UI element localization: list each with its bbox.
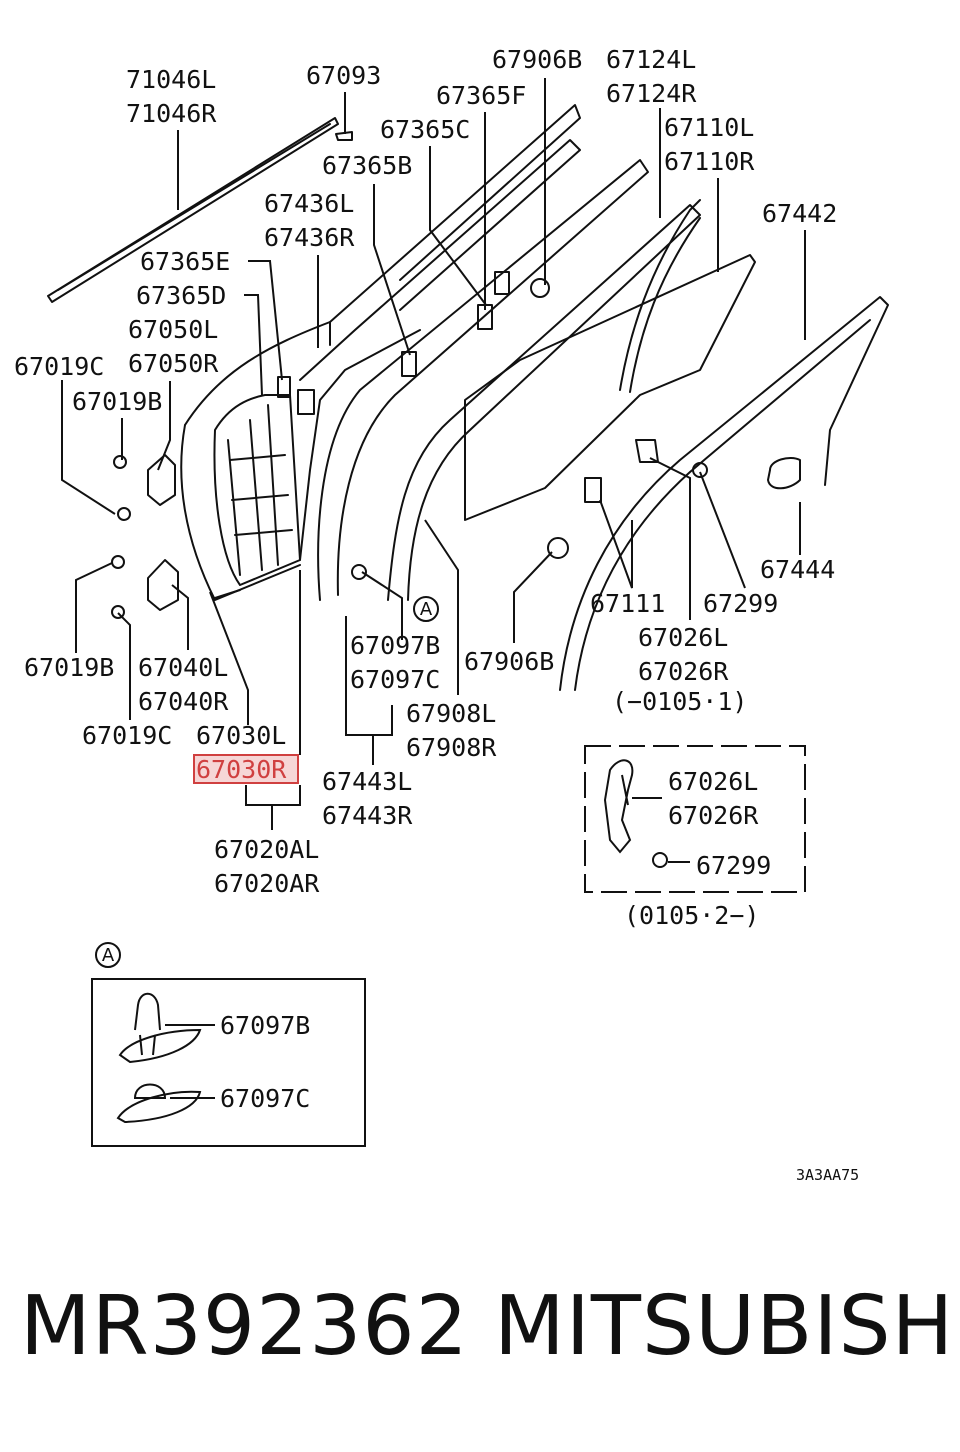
label-67443R: 67443R	[322, 801, 413, 830]
highlight-box-67030R	[193, 754, 299, 784]
label-67019C-bottom: 67019C	[82, 721, 172, 750]
label-67093: 67093	[306, 61, 381, 90]
label-67110R: 67110R	[664, 147, 755, 176]
detail-box-0105-2: 67026L 67026R 67299 (0105·2−)	[584, 745, 806, 930]
detail-label-67026R: 67026R	[668, 801, 759, 830]
label-67097C: 67097C	[350, 665, 440, 694]
leader-lines	[61, 78, 806, 830]
detail-label-67299: 67299	[696, 851, 771, 880]
moulding-strip-71046	[47, 117, 339, 303]
label-67020AR: 67020AR	[214, 869, 320, 898]
glass-channel-67110	[619, 199, 701, 393]
label-67050R: 67050R	[128, 349, 219, 378]
label-71046R: 71046R	[126, 99, 217, 128]
label-67040L: 67040L	[138, 653, 228, 682]
label-67019B-bottom: 67019B	[24, 653, 114, 682]
door-outer-panel	[180, 104, 581, 601]
detail-label-67026L: 67026L	[668, 767, 758, 796]
label-67436R: 67436R	[264, 223, 355, 252]
label-67026R: 67026R	[638, 657, 729, 686]
bracket-67026	[635, 439, 659, 463]
label-67019C-top: 67019C	[14, 352, 104, 381]
detail-range-0105-2: (0105·2−)	[624, 901, 759, 930]
label-67026L: 67026L	[638, 623, 728, 652]
label-67020AL: 67020AL	[214, 835, 319, 864]
label-71046L: 71046L	[126, 65, 216, 94]
label-67299: 67299	[703, 589, 778, 618]
label-67443L: 67443L	[322, 767, 412, 796]
marker-a-main: A	[413, 596, 439, 622]
door-inner-frame	[213, 139, 581, 586]
stopper-67906B-mid	[547, 537, 569, 559]
bolt-67093	[335, 131, 353, 141]
label-67365B: 67365B	[322, 151, 412, 180]
bumper-67444	[767, 457, 801, 490]
label-67097B: 67097B	[350, 631, 440, 660]
stopper-67906B-top	[530, 278, 550, 298]
label-67019B-top: 67019B	[72, 387, 162, 416]
door-window-sash	[317, 159, 701, 601]
label-67365F: 67365F	[436, 81, 526, 110]
label-range-0105-1: (−0105·1)	[612, 687, 747, 716]
label-67030R: 67030R	[196, 755, 287, 784]
svg-text:A: A	[420, 599, 433, 620]
label-67436L: 67436L	[264, 189, 354, 218]
diagram-code: 3A3AA75	[796, 1166, 859, 1184]
label-67030L: 67030L	[196, 721, 286, 750]
label-67110L: 67110L	[664, 113, 754, 142]
lower-hinge	[111, 555, 179, 619]
clip-67097B-detail	[118, 992, 215, 1064]
label-67908R: 67908R	[406, 733, 497, 762]
part-number: MR392362	[20, 1279, 469, 1374]
bracket-67026-detail	[603, 759, 690, 868]
label-67040R: 67040R	[138, 687, 229, 716]
label-67124L: 67124L	[606, 45, 696, 74]
door-glass-67442	[464, 254, 756, 521]
detail-a-label-67097B: 67097B	[220, 1011, 310, 1040]
upper-hinge	[113, 454, 176, 521]
label-67444: 67444	[760, 555, 835, 584]
label-67906B-mid: 67906B	[464, 647, 554, 676]
clip-67097C-detail	[116, 1083, 215, 1124]
detail-box-a-marker: A	[102, 945, 115, 966]
label-67050L: 67050L	[128, 315, 218, 344]
brand-name: MITSUBISHI	[494, 1279, 960, 1374]
label-67111: 67111	[590, 589, 665, 618]
label-67365D: 67365D	[136, 281, 226, 310]
bracket-67111	[584, 477, 602, 503]
detail-box-a: A 67097B 67097C	[91, 942, 366, 1147]
label-67124R: 67124R	[606, 79, 697, 108]
label-67365E: 67365E	[140, 247, 230, 276]
bolt-67299	[692, 462, 708, 478]
label-67906B-top: 67906B	[492, 45, 582, 74]
detail-a-label-67097C: 67097C	[220, 1084, 310, 1113]
label-67908L: 67908L	[406, 699, 496, 728]
clip-67097	[351, 564, 367, 580]
label-67442: 67442	[762, 199, 837, 228]
callout-labels: 71046L 71046R 67093 67906B 67124L 67124R…	[14, 45, 837, 898]
label-67365C: 67365C	[380, 115, 470, 144]
